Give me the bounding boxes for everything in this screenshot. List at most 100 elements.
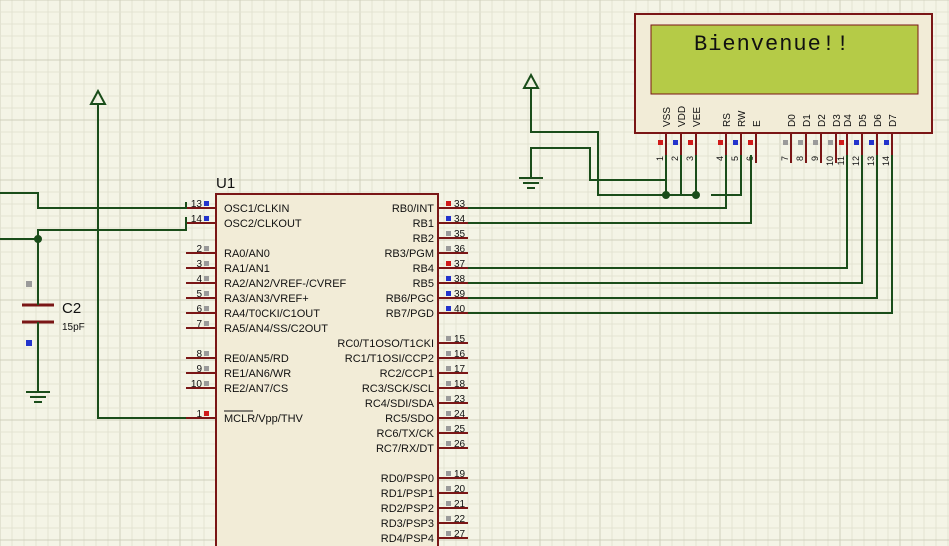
pin-label: RB0/INT	[392, 203, 434, 215]
pin-state-indicator	[204, 246, 209, 251]
wire-osc2[interactable]	[0, 217, 187, 240]
pin-label: RC3/SCK/SCL	[362, 383, 434, 395]
wire-rs[interactable]	[711, 155, 742, 196]
pin-number: 15	[454, 334, 466, 345]
wire-rb0-e[interactable]	[468, 155, 727, 209]
wire-vdd-power[interactable]	[530, 88, 697, 196]
lcd-pin-d2[interactable]: 9D2	[810, 114, 828, 163]
wires[interactable]	[0, 88, 893, 419]
mcu-ref: U1	[216, 175, 235, 192]
pin-label: MCLR/Vpp/THV	[224, 413, 304, 425]
junction-rs	[692, 191, 700, 199]
wire-mclr[interactable]	[97, 105, 186, 419]
wire-rb6-d6[interactable]	[468, 155, 878, 299]
pin-label: RA0/AN0	[224, 248, 270, 260]
pin-state-indicator	[658, 140, 663, 145]
wire-osc1[interactable]	[0, 192, 187, 209]
pin-state-indicator	[733, 140, 738, 145]
mcu-body[interactable]	[215, 193, 439, 546]
pin-state-indicator	[446, 381, 451, 386]
pin-state-indicator	[854, 140, 859, 145]
pin-name: D3	[832, 114, 843, 127]
pin-number: 3	[196, 259, 202, 270]
pin-label: RA5/AN4/SS/C2OUT	[224, 323, 328, 335]
pin-number: 8	[196, 349, 202, 360]
pin-number: 13	[866, 156, 876, 166]
pin-state-indicator	[204, 411, 209, 416]
pin-label: RB7/PGD	[386, 308, 434, 320]
pin-label: OSC2/CLKOUT	[224, 218, 302, 230]
wire-vss-ground[interactable]	[530, 147, 667, 181]
capacitor-pin-bottom	[26, 340, 32, 346]
pin-name: D5	[858, 114, 869, 127]
pin-number: 38	[454, 274, 466, 285]
pin-name: VEE	[692, 107, 703, 127]
pin-state-indicator	[204, 306, 209, 311]
wire-rb7-d7[interactable]	[468, 155, 893, 314]
wire-rb4-d4[interactable]	[468, 155, 848, 269]
pin-label: RC7/RX/DT	[376, 443, 434, 455]
pin-state-indicator	[884, 140, 889, 145]
pin-number: 7	[780, 156, 790, 161]
wire-rb1-rw[interactable]	[468, 155, 752, 224]
pin-state-indicator	[446, 441, 451, 446]
pin-name: D0	[787, 114, 798, 127]
pin-number: 4	[196, 274, 202, 285]
pin-number: 20	[454, 484, 466, 495]
wire-vee[interactable]	[666, 155, 682, 196]
lcd-pin-d1[interactable]: 8D1	[795, 114, 813, 163]
lcd-display[interactable]: Bienvenue!! 1VSS2VDD3VEE4RS5RW6E7D08D19D…	[634, 13, 933, 166]
pin-label: RC6/TX/CK	[377, 428, 435, 440]
pin-name: D1	[802, 114, 813, 127]
wire-rb5-d5[interactable]	[468, 155, 863, 284]
lcd-pins[interactable]: 1VSS2VDD3VEE4RS5RW6E7D08D19D210D311D412D…	[655, 106, 899, 166]
pin-state-indicator	[446, 411, 451, 416]
pin-label: RD4/PSP4	[381, 533, 434, 545]
pin-name: VDD	[677, 106, 688, 127]
lcd-pin-d0[interactable]: 7 D0	[780, 114, 798, 163]
power-arrow-icon	[89, 88, 107, 105]
power-terminal-mclr[interactable]	[89, 88, 107, 105]
pin-state-indicator	[446, 276, 451, 281]
pin-name: E	[752, 120, 763, 127]
mcu-right-pins[interactable]: 33RB0/INT34RB135RB236RB3/PGM37RB438RB539…	[337, 199, 468, 545]
